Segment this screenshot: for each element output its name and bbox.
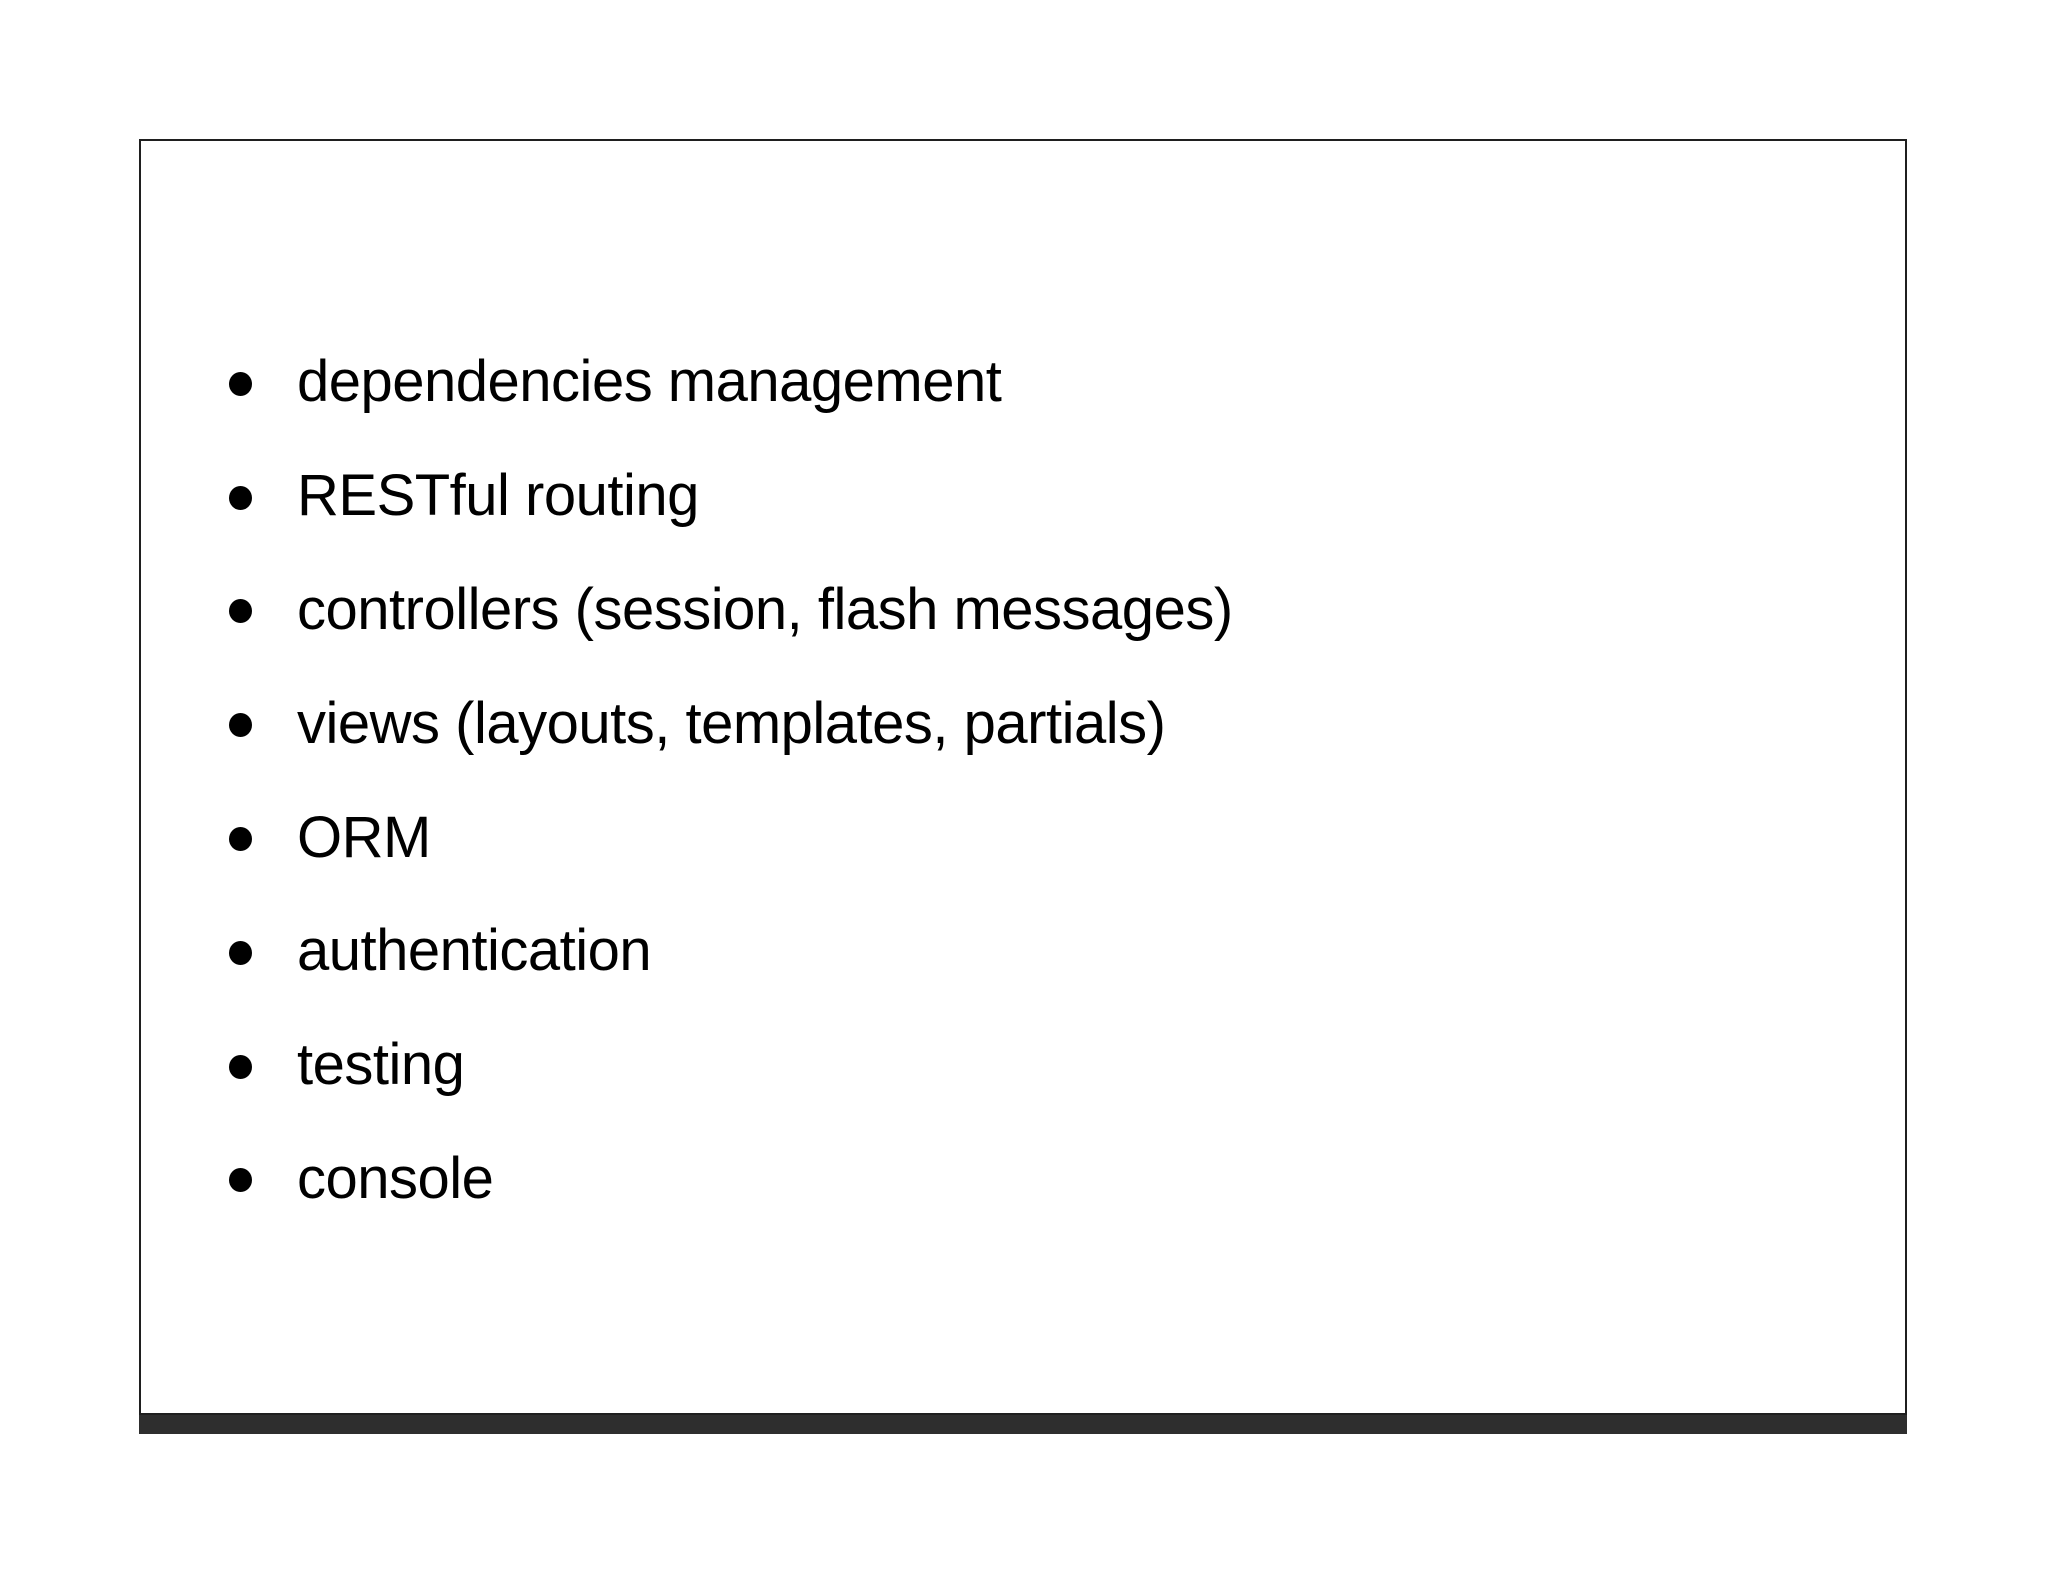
- bullet-item-label: console: [297, 1145, 494, 1211]
- bullet-item-label: testing: [297, 1032, 465, 1098]
- bullet-icon: [229, 713, 252, 738]
- bullet-list-item: authentication: [229, 894, 1233, 1008]
- bullet-list-item: testing: [229, 1008, 1233, 1122]
- bullet-item-label: controllers (session, flash messages): [297, 576, 1233, 642]
- bullet-list-item: RESTful routing: [229, 439, 1233, 553]
- bullet-item-label: dependencies management: [297, 349, 1002, 415]
- bullet-list: dependencies management RESTful routing …: [229, 325, 1233, 1235]
- bullet-item-label: RESTful routing: [297, 463, 699, 529]
- slide-footer-bar: [139, 1415, 1907, 1434]
- slide-frame: dependencies management RESTful routing …: [139, 139, 1907, 1415]
- bullet-icon: [229, 940, 252, 965]
- bullet-item-label: views (layouts, templates, partials): [297, 690, 1166, 756]
- bullet-list-item: console: [229, 1122, 1233, 1236]
- bullet-list-item: controllers (session, flash messages): [229, 553, 1233, 667]
- bullet-list-item: dependencies management: [229, 325, 1233, 439]
- bullet-icon: [229, 371, 252, 396]
- bullet-icon: [229, 827, 252, 852]
- bullet-list-item: views (layouts, templates, partials): [229, 666, 1233, 780]
- bullet-icon: [229, 485, 252, 510]
- bullet-icon: [229, 1168, 252, 1193]
- bullet-icon: [229, 599, 252, 624]
- bullet-item-label: authentication: [297, 918, 652, 984]
- bullet-list-item: ORM: [229, 780, 1233, 894]
- bullet-icon: [229, 1054, 252, 1079]
- bullet-item-label: ORM: [297, 804, 431, 870]
